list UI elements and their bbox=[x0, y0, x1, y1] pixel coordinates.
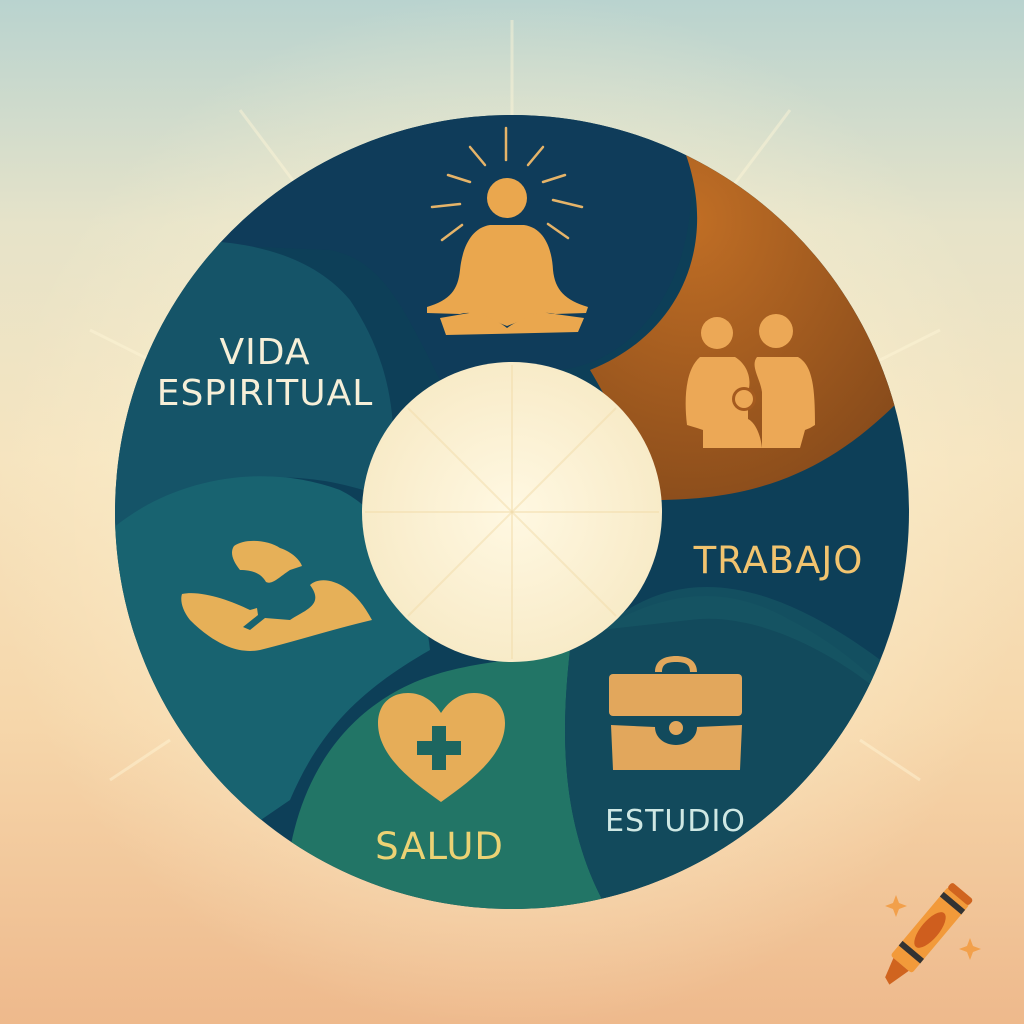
segment-vida-espiritual-lower bbox=[115, 240, 394, 540]
label-vida-espiritual: VIDA ESPIRITUAL bbox=[150, 332, 380, 415]
family-icon bbox=[685, 314, 815, 448]
label-vida: VIDA bbox=[219, 332, 311, 373]
meditation-icon bbox=[427, 126, 588, 335]
label-salud: SALUD bbox=[375, 825, 504, 868]
center-rays bbox=[365, 365, 659, 659]
segment-divider bbox=[600, 587, 909, 740]
sparkle-icon bbox=[885, 895, 981, 960]
label-espiritual: ESPIRITUAL bbox=[156, 373, 374, 415]
heart-plus-icon bbox=[378, 693, 505, 802]
label-trabajo: TRABAJO bbox=[693, 539, 864, 582]
briefcase-icon bbox=[609, 656, 742, 770]
caring-hands-icon bbox=[181, 540, 372, 651]
label-estudio: ESTUDIO bbox=[605, 804, 746, 839]
crayon-icon bbox=[885, 883, 973, 985]
sun-rays bbox=[89, 20, 941, 782]
